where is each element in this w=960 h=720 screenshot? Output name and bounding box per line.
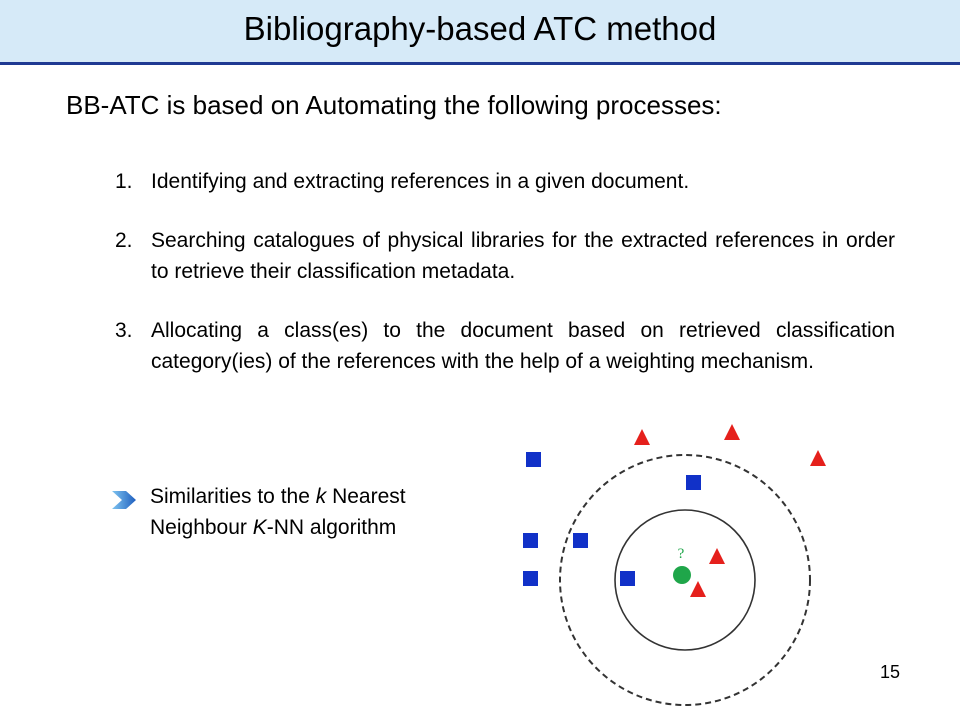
slide-title: Bibliography-based ATC method <box>243 10 717 47</box>
query-label: ? <box>678 546 685 562</box>
class-a-square <box>526 452 541 467</box>
list-item-number: 2. <box>115 229 133 252</box>
list-item-number: 3. <box>115 319 133 342</box>
title-bar <box>0 0 960 62</box>
class-b-triangle <box>709 548 725 564</box>
bullet-text-part: Nearest Neighbour <box>150 485 406 539</box>
intro-text: BB-ATC is based on Automating the follow… <box>66 90 722 120</box>
inner-circle <box>614 509 756 651</box>
query-point <box>673 566 691 584</box>
class-b-triangle <box>690 581 706 597</box>
list-item-text: Identifying and extracting references in… <box>151 170 690 193</box>
class-a-square <box>620 571 635 586</box>
list-item-number: 1. <box>115 170 133 193</box>
list-item-text: Allocating a class(es) to the document b… <box>151 319 895 373</box>
title-divider <box>0 62 960 65</box>
class-a-square <box>523 533 538 548</box>
class-b-triangle <box>724 424 740 440</box>
bullet-k-italic: k <box>315 485 327 508</box>
knn-diagram: ? <box>523 424 826 706</box>
bullet-K-italic: K <box>252 516 267 539</box>
list-item: 1. Identifying and extracting references… <box>115 166 895 197</box>
bullet-text: Similarities to the k Nearest Neighbour … <box>150 481 480 543</box>
class-a-square <box>523 571 538 586</box>
bullet-text-part: -NN algorithm <box>266 516 397 539</box>
class-a-square <box>573 533 588 548</box>
class-a-square <box>686 475 701 490</box>
bullet-text-part: Similarities to the <box>150 485 316 508</box>
outer-dashed-circle <box>559 454 811 706</box>
list-item: 3. Allocating a class(es) to the documen… <box>115 315 895 377</box>
list-item-text: Searching catalogues of physical librari… <box>151 229 895 283</box>
class-b-triangle <box>634 429 650 445</box>
process-list: 1. Identifying and extracting references… <box>115 166 895 405</box>
class-b-triangle <box>810 450 826 466</box>
arrow-bullet-icon <box>112 487 138 518</box>
page-number: 15 <box>880 662 901 682</box>
list-item: 2. Searching catalogues of physical libr… <box>115 225 895 287</box>
